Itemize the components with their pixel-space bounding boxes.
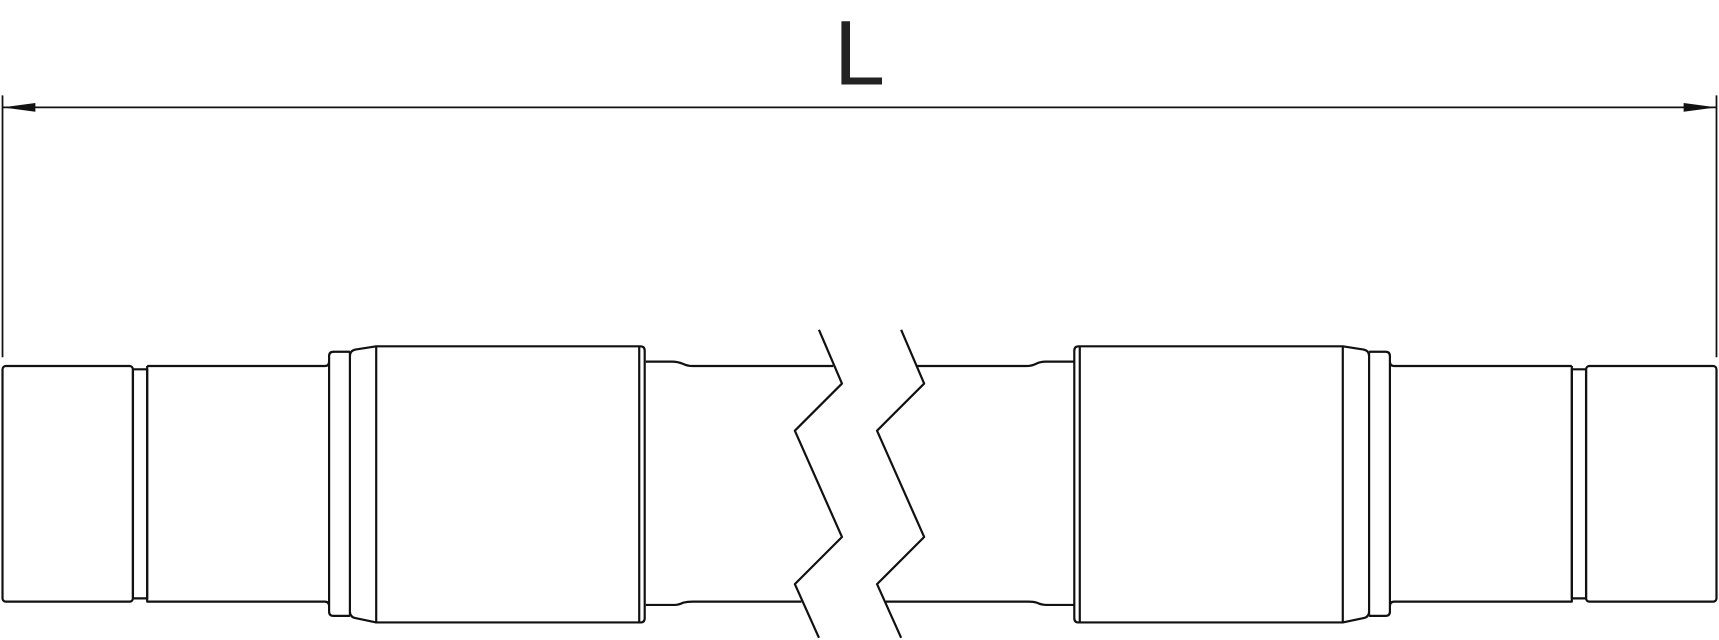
right-arrowhead-icon xyxy=(1683,103,1717,112)
left-tube-bottom xyxy=(645,600,802,607)
left-break-line xyxy=(793,329,844,639)
right-collar xyxy=(1342,345,1371,624)
left-tube-top xyxy=(645,360,834,368)
left-fitting xyxy=(1,345,834,624)
right-tube-top xyxy=(916,360,1075,368)
right-neck xyxy=(1570,368,1588,600)
left-body xyxy=(375,345,646,624)
left-neck xyxy=(131,368,149,600)
right-break-line xyxy=(875,329,926,639)
right-body xyxy=(1073,345,1344,624)
left-collar xyxy=(348,345,377,624)
dimension-label: L xyxy=(834,1,885,104)
left-arrowhead-icon xyxy=(2,103,36,112)
left-hex-segment xyxy=(146,350,350,617)
length-dimension: L xyxy=(1,1,1718,358)
right-end-segment xyxy=(1584,364,1718,603)
left-end-segment xyxy=(1,364,135,603)
right-fitting xyxy=(885,345,1718,624)
right-hex-segment xyxy=(1369,350,1573,617)
right-tube-bottom xyxy=(885,600,1075,607)
